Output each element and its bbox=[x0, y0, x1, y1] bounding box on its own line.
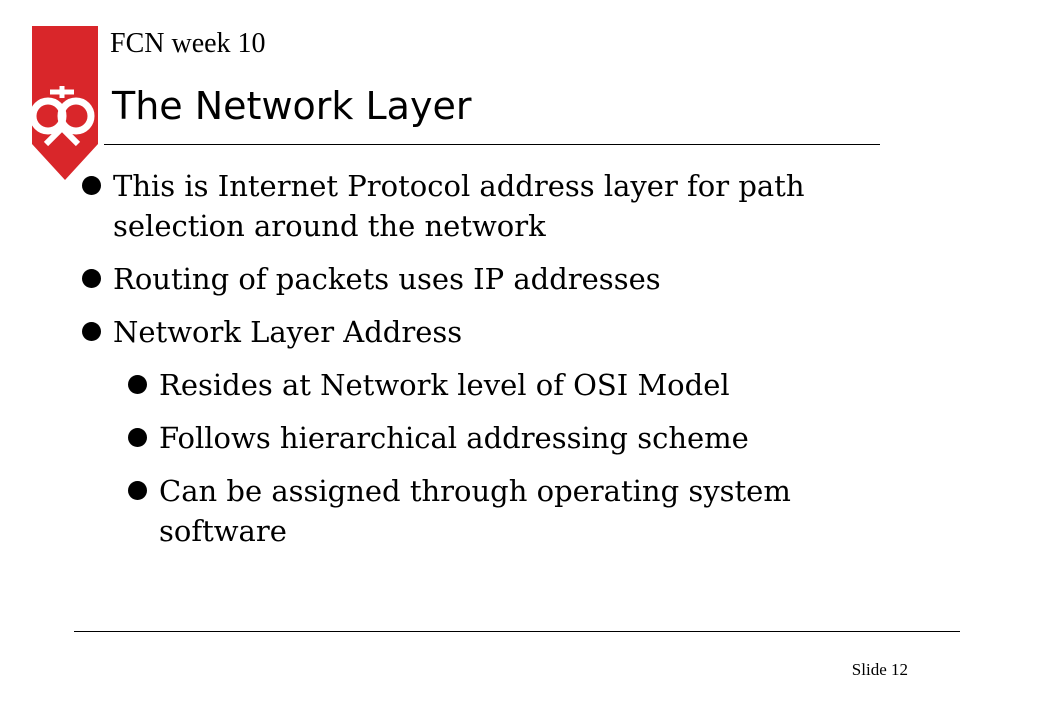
bullet-text: Follows hierarchical addressing scheme bbox=[159, 421, 749, 455]
bullet-text: Resides at Network level of OSI Model bbox=[159, 368, 730, 402]
bullet-item: Routing of packets uses IP addresses bbox=[80, 259, 900, 299]
bullet-dot-icon bbox=[82, 269, 101, 288]
bullet-text: Can be assigned through operating system… bbox=[159, 474, 791, 548]
bullet-text: This is Internet Protocol address layer … bbox=[113, 169, 805, 243]
slide-number: Slide 12 bbox=[851, 660, 908, 679]
sub-bullet-item: Can be assigned through operating system… bbox=[126, 471, 900, 551]
bullet-dot-icon bbox=[82, 176, 101, 195]
bullet-dot-icon bbox=[128, 481, 147, 500]
bullet-item: Network Layer Address bbox=[80, 312, 900, 352]
course-label: FCN week 10 bbox=[110, 28, 266, 59]
bullet-dot-icon bbox=[128, 375, 147, 394]
footer-divider bbox=[74, 631, 960, 632]
bullet-text: Network Layer Address bbox=[113, 315, 463, 349]
university-logo-icon bbox=[29, 26, 98, 180]
bullet-dot-icon bbox=[128, 428, 147, 447]
bullet-dot-icon bbox=[82, 322, 101, 341]
slide-title: The Network Layer bbox=[112, 84, 472, 128]
bullet-item: This is Internet Protocol address layer … bbox=[80, 166, 900, 246]
title-divider bbox=[104, 144, 880, 145]
sub-bullet-item: Follows hierarchical addressing scheme bbox=[126, 418, 900, 458]
bullet-list: This is Internet Protocol address layer … bbox=[80, 166, 900, 564]
sub-bullet-item: Resides at Network level of OSI Model bbox=[126, 365, 900, 405]
bullet-text: Routing of packets uses IP addresses bbox=[113, 262, 661, 296]
